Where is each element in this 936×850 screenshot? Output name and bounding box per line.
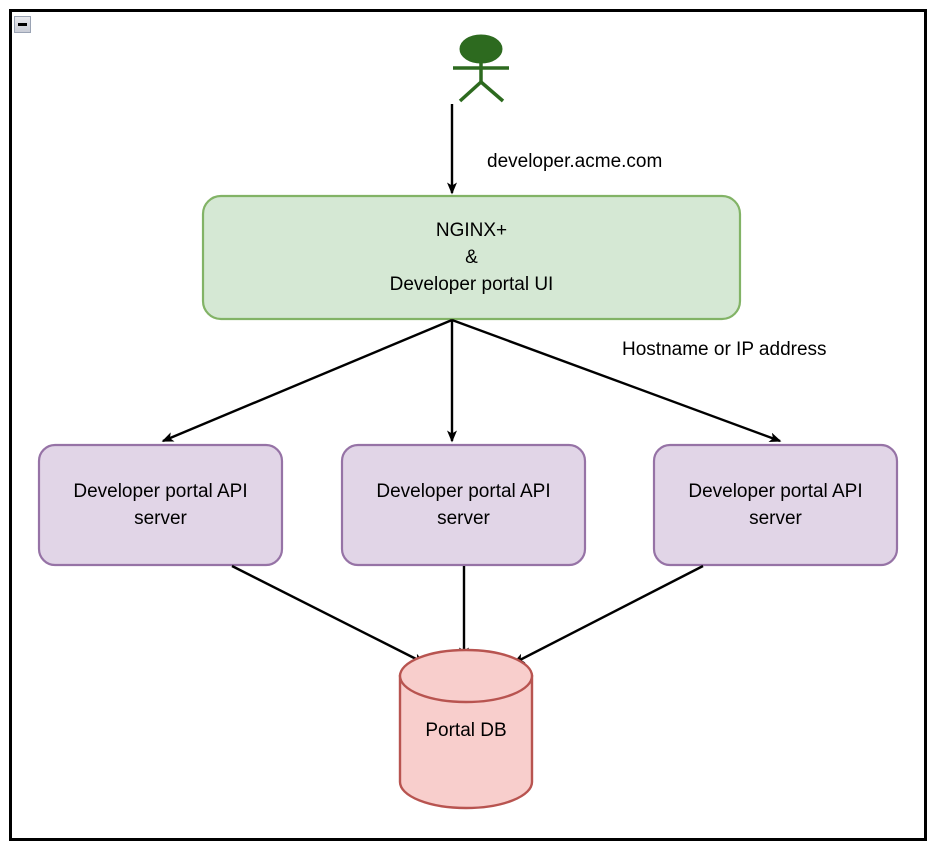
node-api-server-1-shape[interactable]	[37, 443, 284, 567]
diagram-frame-border	[9, 9, 927, 841]
node-api-server-2-shape[interactable]	[340, 443, 587, 567]
edge-label-domain: developer.acme.com	[487, 151, 663, 172]
edge-nginx-to-api3	[451, 318, 782, 443]
edge-nginx-to-api1	[161, 318, 453, 443]
edge-api1-to-db	[231, 564, 426, 665]
collapse-toggle-button[interactable]	[14, 16, 31, 33]
minus-icon	[18, 23, 27, 26]
node-portal-db-shape[interactable]	[398, 648, 534, 810]
edge-label-hostname: Hostname or IP address	[622, 339, 827, 360]
node-api-server-3-shape[interactable]	[652, 443, 899, 567]
user-actor-icon	[453, 34, 509, 103]
node-nginx-shape[interactable]	[201, 194, 742, 321]
edge-api3-to-db	[512, 564, 704, 665]
